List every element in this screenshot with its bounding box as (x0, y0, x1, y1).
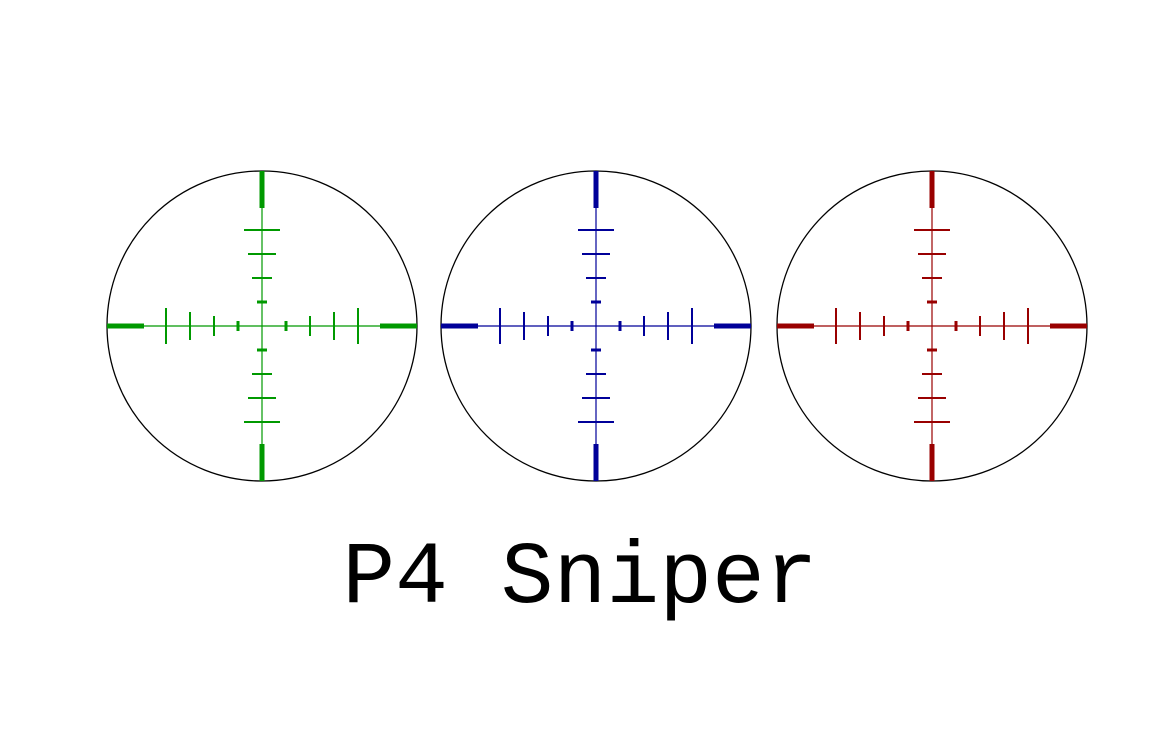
mil-tick-vertical (591, 300, 601, 304)
mil-tick-horizontal (954, 321, 958, 331)
product-title: P4 Sniper (342, 530, 818, 629)
post-bottom (929, 444, 935, 481)
mil-tick-vertical (582, 397, 610, 399)
mil-tick-horizontal (570, 321, 574, 331)
mil-tick-horizontal (883, 316, 885, 336)
mil-tick-vertical (927, 300, 937, 304)
post-bottom (593, 444, 599, 481)
mil-tick-vertical (922, 277, 942, 279)
mil-tick-vertical (927, 348, 937, 352)
mil-tick-vertical (578, 229, 614, 231)
post-top (259, 171, 265, 208)
mil-tick-vertical (586, 277, 606, 279)
mil-tick-horizontal (189, 312, 191, 340)
post-top (929, 171, 935, 208)
mil-tick-horizontal (618, 321, 622, 331)
mil-tick-horizontal (284, 321, 288, 331)
mil-tick-vertical (582, 253, 610, 255)
mil-tick-vertical (591, 348, 601, 352)
mil-tick-vertical (248, 253, 276, 255)
mil-tick-horizontal (1003, 312, 1005, 340)
mil-tick-vertical (922, 373, 942, 375)
mil-tick-horizontal (835, 308, 837, 344)
mil-tick-vertical (586, 373, 606, 375)
post-right (714, 323, 751, 329)
post-left (777, 323, 814, 329)
post-right (1050, 323, 1087, 329)
mil-tick-vertical (918, 397, 946, 399)
post-left (107, 323, 144, 329)
mil-tick-vertical (248, 397, 276, 399)
mil-tick-horizontal (906, 321, 910, 331)
mil-tick-horizontal (859, 312, 861, 340)
mil-tick-horizontal (165, 308, 167, 344)
mil-tick-horizontal (643, 316, 645, 336)
post-right (380, 323, 417, 329)
mil-tick-horizontal (523, 312, 525, 340)
mil-tick-horizontal (357, 308, 359, 344)
mil-tick-horizontal (979, 316, 981, 336)
reticle-red (776, 170, 1088, 482)
mil-tick-horizontal (691, 308, 693, 344)
mil-tick-vertical (244, 229, 280, 231)
reticle-green (106, 170, 418, 482)
mil-tick-vertical (257, 348, 267, 352)
mil-tick-vertical (244, 421, 280, 423)
reticle-blue (440, 170, 752, 482)
mil-tick-horizontal (213, 316, 215, 336)
mil-tick-vertical (578, 421, 614, 423)
mil-tick-vertical (914, 421, 950, 423)
mil-tick-vertical (257, 300, 267, 304)
mil-tick-horizontal (236, 321, 240, 331)
mil-tick-horizontal (547, 316, 549, 336)
mil-tick-horizontal (667, 312, 669, 340)
mil-tick-vertical (914, 229, 950, 231)
post-left (441, 323, 478, 329)
post-top (593, 171, 599, 208)
mil-tick-horizontal (1027, 308, 1029, 344)
mil-tick-vertical (918, 253, 946, 255)
mil-tick-horizontal (309, 316, 311, 336)
mil-tick-horizontal (499, 308, 501, 344)
mil-tick-vertical (252, 373, 272, 375)
mil-tick-vertical (252, 277, 272, 279)
post-bottom (259, 444, 265, 481)
mil-tick-horizontal (333, 312, 335, 340)
